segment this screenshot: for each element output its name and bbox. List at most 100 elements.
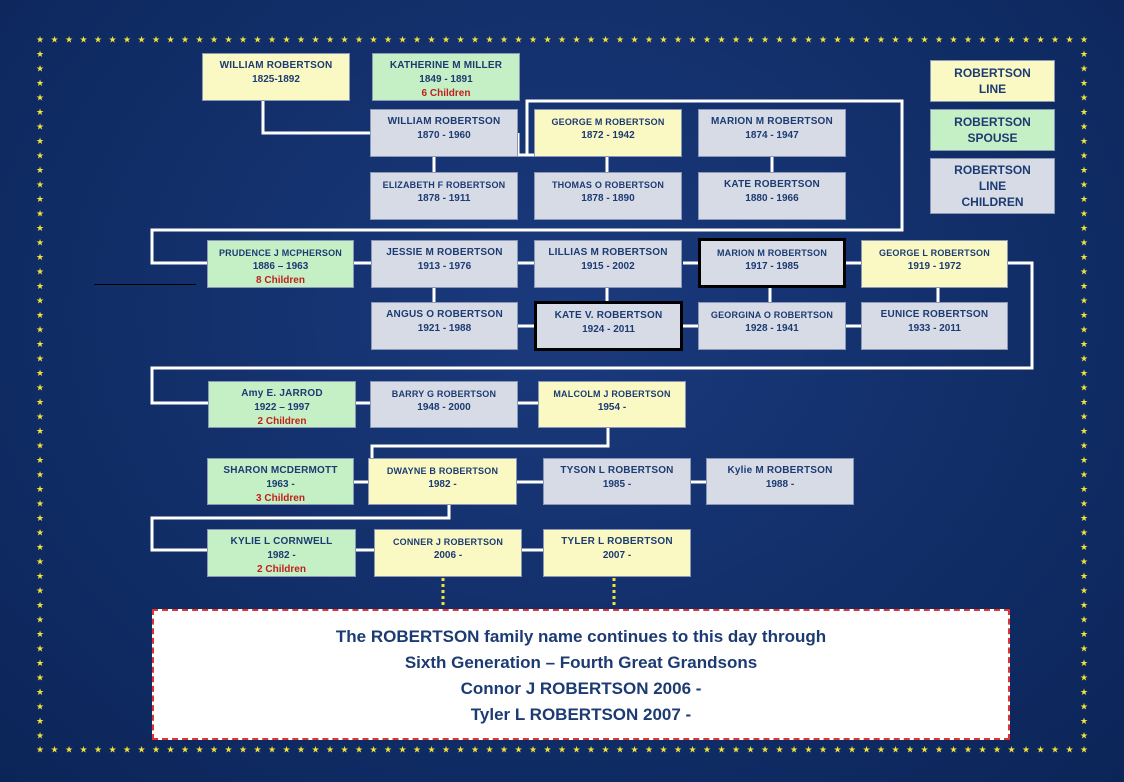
star-icon: ★ xyxy=(152,34,160,44)
star-icon: ★ xyxy=(36,179,44,189)
person-name: Amy E. JARROD xyxy=(241,388,323,399)
star-icon: ★ xyxy=(36,368,44,378)
person-box-katherine[interactable]: KATHERINE M MILLER 1849 - 1891 6 Childre… xyxy=(372,53,520,101)
star-icon: ★ xyxy=(123,34,131,44)
star-icon: ★ xyxy=(326,744,334,754)
person-box-barry[interactable]: BARRY G ROBERTSON 1948 - 2000 xyxy=(370,381,518,428)
star-icon: ★ xyxy=(36,324,44,334)
person-box-eunice[interactable]: EUNICE ROBERTSON 1933 - 2011 xyxy=(861,302,1008,350)
star-icon: ★ xyxy=(1080,310,1088,320)
person-box-kate-1880[interactable]: KATE ROBERTSON 1880 - 1966 xyxy=(698,172,846,220)
star-icon: ★ xyxy=(36,136,44,146)
star-icon: ★ xyxy=(630,744,638,754)
person-box-angus[interactable]: ANGUS O ROBERTSON 1921 - 1988 xyxy=(371,302,518,350)
person-box-lillias[interactable]: LILLIAS M ROBERTSON 1915 - 2002 xyxy=(534,240,682,288)
person-dates: 1919 - 1972 xyxy=(907,261,962,272)
legend-spouse-text-2: SPOUSE xyxy=(967,131,1018,145)
person-box-amy[interactable]: Amy E. JARROD 1922 – 1997 2 Children xyxy=(208,381,356,428)
person-box-marion-m-1874[interactable]: MARION M ROBERTSON 1874 - 1947 xyxy=(698,109,846,157)
star-icon: ★ xyxy=(181,744,189,754)
banner-line-3: Connor J ROBERTSON 2006 - xyxy=(460,679,702,698)
star-icon: ★ xyxy=(1080,542,1088,552)
star-icon: ★ xyxy=(1080,49,1088,59)
star-icon: ★ xyxy=(819,744,827,754)
star-icon: ★ xyxy=(65,744,73,754)
star-icon: ★ xyxy=(36,266,44,276)
star-icon: ★ xyxy=(732,744,740,754)
star-icon: ★ xyxy=(1080,556,1088,566)
person-box-elizabeth[interactable]: ELIZABETH F ROBERTSON 1878 - 1911 xyxy=(370,172,518,220)
person-name: JESSIE M ROBERTSON xyxy=(386,247,503,258)
legend-line-text-1: ROBERTSON xyxy=(954,66,1031,80)
person-box-georgina[interactable]: GEORGINA O ROBERTSON 1928 - 1941 xyxy=(698,302,846,350)
star-icon: ★ xyxy=(645,34,653,44)
star-icon: ★ xyxy=(340,34,348,44)
person-box-george-l[interactable]: GEORGE L ROBERTSON 1919 - 1972 xyxy=(861,240,1008,288)
person-dates: 1870 - 1960 xyxy=(417,130,471,141)
person-box-sharon[interactable]: SHARON MCDERMOTT 1963 - 3 Children xyxy=(207,458,354,505)
star-icon: ★ xyxy=(1080,107,1088,117)
star-icon: ★ xyxy=(36,411,44,421)
star-icon: ★ xyxy=(36,744,44,754)
star-icon: ★ xyxy=(659,34,667,44)
star-icon: ★ xyxy=(790,34,798,44)
person-box-malcolm[interactable]: MALCOLM J ROBERTSON 1954 - xyxy=(538,381,686,428)
person-dates: 1928 - 1941 xyxy=(745,323,799,334)
star-icon: ★ xyxy=(442,34,450,44)
person-name: MARION M ROBERTSON xyxy=(716,248,828,258)
star-icon: ★ xyxy=(1080,469,1088,479)
star-icon: ★ xyxy=(471,744,479,754)
star-icon: ★ xyxy=(1080,78,1088,88)
star-icon: ★ xyxy=(311,744,319,754)
star-icon: ★ xyxy=(36,397,44,407)
person-box-kylie-m[interactable]: Kylie M ROBERTSON 1988 - xyxy=(706,458,854,505)
banner-line-2: Sixth Generation – Fourth Great Grandson… xyxy=(404,653,758,672)
person-box-kate-v[interactable]: KATE V. ROBERTSON 1924 - 2011 xyxy=(534,301,683,351)
person-box-conner[interactable]: CONNER J ROBERTSON 2006 - xyxy=(374,529,522,577)
star-icon: ★ xyxy=(500,744,508,754)
star-icon: ★ xyxy=(268,744,276,754)
person-dates: 1878 - 1890 xyxy=(581,193,635,204)
person-box-william-jr[interactable]: WILLIAM ROBERTSON 1870 - 1960 xyxy=(370,109,518,157)
person-dates: 1886 – 1963 xyxy=(252,261,309,272)
star-icon: ★ xyxy=(935,744,943,754)
star-icon: ★ xyxy=(514,34,522,44)
person-dates: 1985 - xyxy=(602,479,632,490)
star-icon: ★ xyxy=(36,63,44,73)
star-icon: ★ xyxy=(36,484,44,494)
star-icon: ★ xyxy=(674,34,682,44)
star-icon: ★ xyxy=(355,34,363,44)
person-box-dwayne[interactable]: DWAYNE B ROBERTSON 1982 - xyxy=(368,458,517,505)
person-box-thomas[interactable]: THOMAS O ROBERTSON 1878 - 1890 xyxy=(534,172,682,220)
star-icon: ★ xyxy=(1080,629,1088,639)
star-icon: ★ xyxy=(36,310,44,320)
person-box-marion-m-1917[interactable]: MARION M ROBERTSON 1917 - 1985 xyxy=(698,238,846,288)
star-icon: ★ xyxy=(978,34,986,44)
person-box-george-m[interactable]: GEORGE M ROBERTSON 1872 - 1942 xyxy=(534,109,682,157)
star-icon: ★ xyxy=(703,34,711,44)
star-icon: ★ xyxy=(36,730,44,740)
person-dates: 1915 - 2002 xyxy=(581,261,635,272)
star-icon: ★ xyxy=(920,34,928,44)
person-box-william-sr[interactable]: WILLIAM ROBERTSON 1825-1892 xyxy=(202,53,350,101)
star-icon: ★ xyxy=(36,701,44,711)
star-icon: ★ xyxy=(210,744,218,754)
star-icon: ★ xyxy=(877,744,885,754)
star-icon: ★ xyxy=(36,237,44,247)
person-box-tyson[interactable]: TYSON L ROBERTSON 1985 - xyxy=(543,458,691,505)
person-dates: 1924 - 2011 xyxy=(582,324,635,335)
person-box-kylie-l[interactable]: KYLIE L CORNWELL 1982 - 2 Children xyxy=(207,529,356,577)
star-icon: ★ xyxy=(442,744,450,754)
legend-children: ROBERTSON LINE CHILDREN xyxy=(930,158,1055,214)
star-icon: ★ xyxy=(36,107,44,117)
star-icon: ★ xyxy=(746,34,754,44)
person-box-tyler[interactable]: TYLER L ROBERTSON 2007 - xyxy=(543,529,691,577)
person-name: GEORGINA O ROBERTSON xyxy=(710,310,834,320)
star-icon: ★ xyxy=(210,34,218,44)
person-box-jessie[interactable]: JESSIE M ROBERTSON 1913 - 1976 xyxy=(371,240,518,288)
star-icon: ★ xyxy=(616,744,624,754)
star-icon: ★ xyxy=(36,672,44,682)
star-icon: ★ xyxy=(36,600,44,610)
star-icon: ★ xyxy=(282,744,290,754)
person-box-prudence[interactable]: PRUDENCE J MCPHERSON 1886 – 1963 8 Child… xyxy=(207,240,354,288)
